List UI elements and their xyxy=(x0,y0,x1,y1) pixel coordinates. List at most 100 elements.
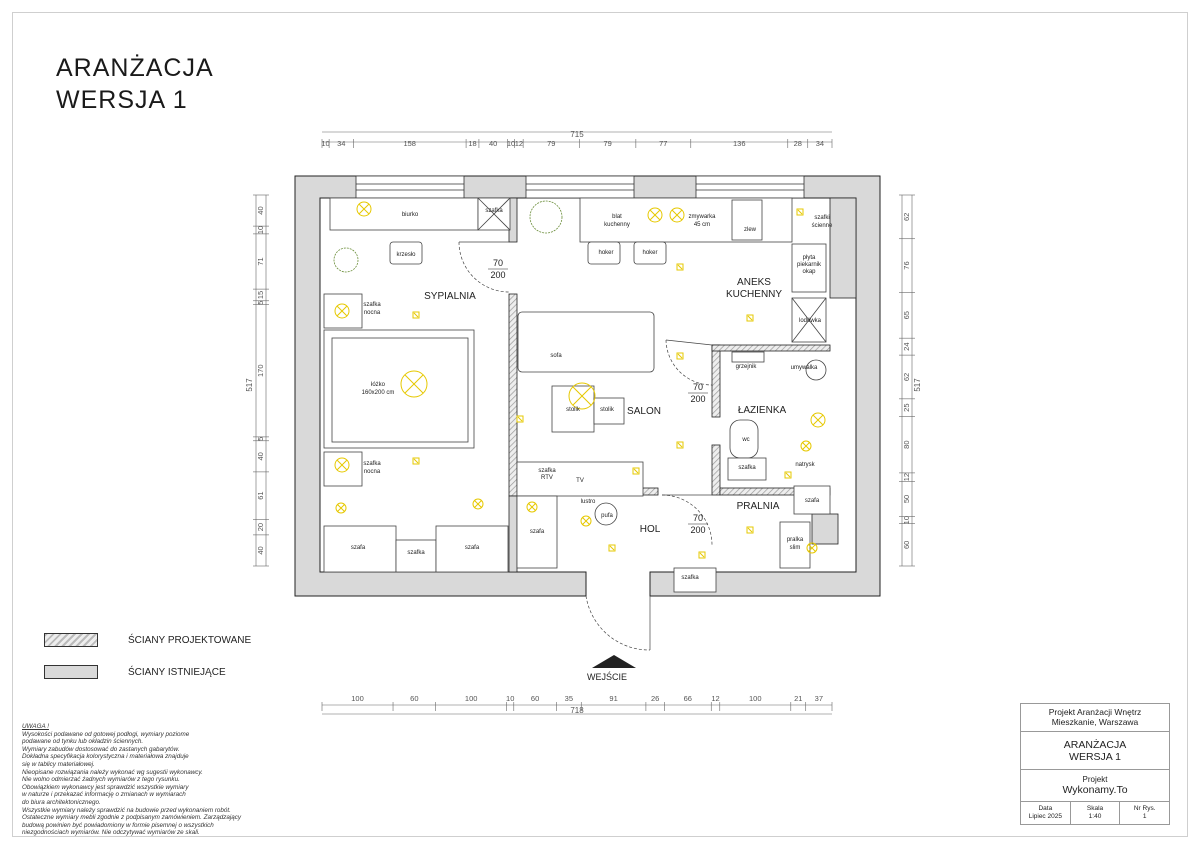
dim-segment-label: 80 xyxy=(902,441,911,449)
room-label-hol: HOL xyxy=(640,524,661,535)
label-szafki-1: szafki xyxy=(814,215,829,221)
legend-swatch-existing xyxy=(44,665,98,679)
light-fixture-icon xyxy=(400,370,428,398)
legend-swatch-new xyxy=(44,633,98,647)
socket-icon xyxy=(632,467,640,475)
notes: UWAGA ! Wysokości podawane od gotowej po… xyxy=(22,723,322,837)
dim-segment-label: 10 xyxy=(902,516,911,524)
dim-segment-label: 10 xyxy=(506,694,514,703)
title-block-project: Projekt Aranżacji Wnętrz Mieszkanie, War… xyxy=(1021,704,1169,732)
light-fixture-icon xyxy=(568,382,596,410)
note-line: Wszystkie wymiary należy sprawdzić na bu… xyxy=(22,806,231,814)
dim-segment-label: 50 xyxy=(902,495,911,503)
entry-label: WEJŚCIE xyxy=(587,672,628,682)
light-fixture-icon xyxy=(810,412,826,428)
light-fixture-icon xyxy=(806,542,818,554)
dim-segment-label: 79 xyxy=(547,139,555,148)
dim-segment-label: 62 xyxy=(902,373,911,381)
project-line-1: Projekt Aranżacji Wnętrz xyxy=(1048,707,1142,717)
light-fixtures xyxy=(334,201,826,554)
socket-icon xyxy=(796,208,804,216)
dim-segment-label: 37 xyxy=(815,694,823,703)
left-total: 517 xyxy=(245,378,254,392)
note-line: budową powinien być powiadomiony w formi… xyxy=(22,821,214,829)
dim-segment-label: 18 xyxy=(468,139,476,148)
right-total: 517 xyxy=(913,378,922,392)
label-lozko-2: 160x200 cm xyxy=(362,390,395,396)
label-szafa-pralnia: szafa xyxy=(805,498,820,504)
door-3-width: 70 xyxy=(693,513,703,523)
light-fixture-icon xyxy=(526,501,538,513)
note-line: w naturze i przekazać informację o zmian… xyxy=(22,791,186,799)
label-szafka-nocna-2a: szafka xyxy=(363,461,381,467)
label-tv: TV xyxy=(576,478,584,484)
note-line: Dokładna specyfikacja kolorystyczna i ma… xyxy=(22,753,189,761)
label-szafa-1: szafa xyxy=(351,545,366,551)
dim-segment-label: 25 xyxy=(902,403,911,411)
note-line: Obowiązkiem wykonawcy jest sprawdzić wsz… xyxy=(22,783,189,791)
label-szafka-rtv-2: RTV xyxy=(541,475,553,481)
dim-segment-label: 40 xyxy=(256,452,265,460)
label-hoker-1: hoker xyxy=(598,250,613,256)
entry-arrow-icon xyxy=(592,655,636,668)
socket-icon xyxy=(676,441,684,449)
room-label-salon: SALON xyxy=(627,406,661,417)
light-fixture-icon xyxy=(580,515,592,527)
label-zlew: zlew xyxy=(744,227,757,233)
dim-segment-label: 24 xyxy=(902,342,911,350)
dim-segment-label: 62 xyxy=(902,213,911,221)
note-line: niezgodnościach wymiarów. Nie odczytywać… xyxy=(22,829,200,837)
label-lozko-1: łóżko xyxy=(371,382,386,388)
sheet-label: Nr Rys. xyxy=(1133,805,1156,812)
socket-icon xyxy=(608,544,616,552)
socket-icon xyxy=(746,526,754,534)
dim-segment-label: 60 xyxy=(410,694,418,703)
dim-segment-label: 28 xyxy=(794,139,802,148)
drawing-title: ARANŻACJA WERSJA 1 xyxy=(56,52,214,116)
dim-segment-label: 100 xyxy=(749,694,762,703)
room-labels: SYPIALNIA SALON ANEKS KUCHENNY ŁAZIENKA … xyxy=(424,277,786,535)
project-line-2: Mieszkanie, Warszawa xyxy=(1051,717,1139,727)
dim-segment-label: 34 xyxy=(816,139,824,148)
label-stolik-1: stolik xyxy=(566,407,581,413)
dim-segment-label: 66 xyxy=(684,694,692,703)
right-dimension xyxy=(901,195,913,566)
room-label-lazienka: ŁAZIENKA xyxy=(738,405,787,416)
label-zmywarka-2: 45 cm xyxy=(694,222,710,228)
dim-segment-label: 79 xyxy=(603,139,611,148)
note-line: do biura architektonicznego. xyxy=(22,798,101,806)
label-umywalka: umywalka xyxy=(791,365,818,371)
dim-segment-label: 15 xyxy=(256,291,265,299)
legend-label-new: ŚCIANY PROJEKTOWANE xyxy=(128,634,252,646)
socket-icon xyxy=(676,263,684,271)
scale-value: 1:40 xyxy=(1088,813,1102,820)
author-value: Wykonamy.To xyxy=(1062,784,1128,796)
label-szafka-lazienka: szafka xyxy=(738,465,756,471)
plants xyxy=(333,200,563,273)
dim-segment-label: 12 xyxy=(902,473,911,481)
dim-segment-label: 77 xyxy=(659,139,667,148)
label-lustro: lustro xyxy=(581,499,596,505)
top-total: 715 xyxy=(570,130,584,139)
socket-icon xyxy=(746,314,754,322)
label-zmywarka-1: zmywarka xyxy=(688,214,716,220)
dim-segment-label: 35 xyxy=(565,694,573,703)
socket-icon xyxy=(412,311,420,319)
bottom-total: 718 xyxy=(570,706,584,715)
label-hoker-2: hoker xyxy=(642,250,657,256)
label-szafka-bottom: szafka xyxy=(407,550,425,556)
name-line-2: WERSJA 1 xyxy=(1069,751,1121,763)
light-fixture-icon xyxy=(356,201,372,217)
dim-segment-label: 76 xyxy=(902,261,911,269)
dim-segment-label: 60 xyxy=(531,694,539,703)
label-pufa: pufa xyxy=(601,513,613,519)
dim-segment-label: 21 xyxy=(794,694,802,703)
label-biurko: biurko xyxy=(402,212,419,218)
note-line: podawane od tynku lub okładzin ściennych… xyxy=(22,738,144,746)
dim-segment-label: 65 xyxy=(902,311,911,319)
label-szafka-nocna-1a: szafka xyxy=(363,302,381,308)
light-fixture-icon xyxy=(334,303,350,319)
sheet-value: 1 xyxy=(1142,813,1147,820)
